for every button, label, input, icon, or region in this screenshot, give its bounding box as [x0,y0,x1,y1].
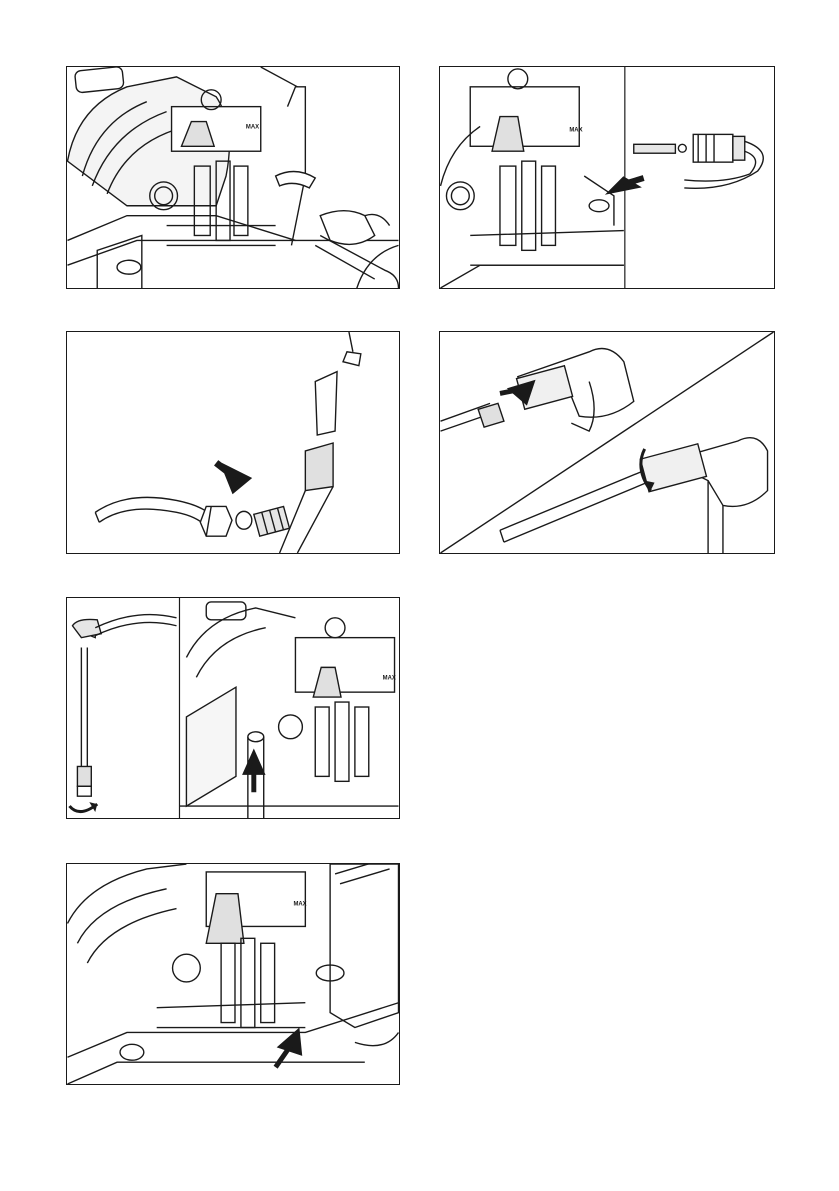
arrow-icon [614,178,644,190]
hose-fitting-illustration [67,332,399,553]
figure-4 [439,331,775,554]
pump-valve-illustration: MAX [67,864,399,1084]
figure-5: MAX [66,597,400,819]
max-label: MAX [569,127,582,133]
nozzle-connector-inset [634,134,764,188]
max-label: MAX [246,124,259,130]
max-label: MAX [293,902,306,908]
arrow-icon [500,384,532,402]
pump-nozzle-illustration: MAX [440,67,774,288]
arrow-icon [216,463,246,489]
lance-pump-illustration: MAX [67,598,399,818]
max-label: MAX [383,675,396,681]
pump-wrench-illustration: MAX [67,67,399,288]
figure-3 [66,331,400,554]
figure-6: MAX [66,863,400,1085]
spray-gun-illustration [440,332,774,553]
figure-1: MAX [66,66,400,289]
figure-2: MAX [439,66,775,289]
